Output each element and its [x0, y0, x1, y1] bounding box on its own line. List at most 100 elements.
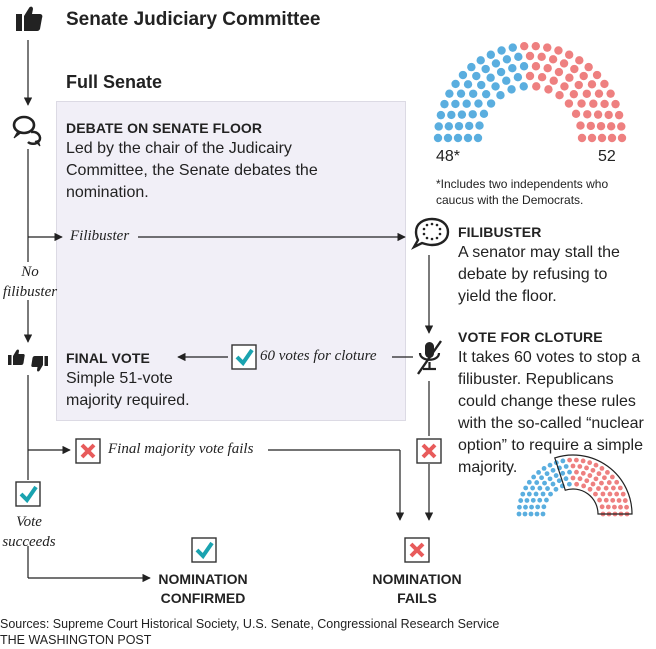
cloture-rep-seat: [574, 481, 580, 487]
cloture-dem-seat: [566, 481, 572, 487]
cloture-rep-seat: [612, 504, 617, 510]
cloture-rep-seat: [599, 466, 605, 471]
cloture-dem-seat: [550, 481, 556, 487]
cloture-rep-seat: [587, 473, 593, 478]
senate-dem-seat: [451, 79, 460, 89]
final-vote-text: Simple 51-vote majority required.: [66, 370, 190, 409]
cloture-rep-seat: [573, 457, 579, 463]
muted-mic-icon: [417, 340, 442, 375]
vote-succeeds-check-icon: [15, 481, 41, 507]
senate-dem-seat: [457, 110, 467, 119]
cloture-dem-seat: [547, 462, 553, 468]
cloture-dem-seat: [516, 511, 522, 517]
senate-rep-seat: [570, 64, 579, 74]
senate-dem-seat: [456, 89, 466, 98]
cloture-rep-seat: [603, 497, 609, 503]
cloture-rep-seat: [599, 504, 605, 510]
cloture-dem-seat: [517, 504, 522, 510]
senate-dem-seat: [436, 110, 446, 120]
cloture-rep-seat: [609, 474, 615, 480]
cloture-dem-seat: [520, 491, 526, 497]
senate-rep-seat: [564, 99, 574, 108]
sources-line: Sources: Supreme Court Historical Societ…: [0, 617, 500, 631]
senate-rep-seat: [597, 133, 607, 143]
senate-dem-seat: [479, 109, 489, 119]
senate-rep-seat: [604, 110, 613, 120]
cloture-rep-seat: [624, 504, 629, 510]
senate-rep-seat: [584, 62, 593, 72]
senate-dem-seat: [453, 133, 463, 143]
cloture-votes-label: 60 votes for cloture: [260, 348, 377, 364]
cloture-dem-seat: [567, 469, 572, 475]
cloture-rep-seat: [605, 504, 611, 510]
full-senate-panel: [56, 101, 406, 421]
filibuster-arrow-label: Filibuster: [70, 228, 130, 244]
senate-rep-seat: [577, 133, 587, 143]
senate-dem-seat: [502, 55, 512, 64]
senate-dem-seat: [481, 64, 490, 74]
thumbs-up-down-icon: [8, 349, 48, 372]
senate-dem-seat: [472, 71, 481, 81]
cloture-rep-seat: [603, 485, 609, 491]
senate-dem-seat: [468, 89, 478, 98]
senate-dem-seat: [458, 70, 468, 80]
independents-note: *Includes two independents who caucus wi…: [436, 177, 609, 207]
senate-rep-seat: [593, 110, 603, 119]
senate-dem-seat: [464, 121, 474, 131]
senate-dem-seat: [468, 110, 477, 119]
cloture-rep-seat: [587, 460, 593, 466]
cloture-rep-seat: [617, 485, 623, 491]
senate-dem-seat: [451, 99, 460, 109]
cloture-dem-seat: [563, 464, 569, 469]
cloture-fails-cross-icon: [416, 438, 442, 464]
cloture-heading: VOTE FOR CLOTURE: [458, 329, 603, 345]
cloture-rep-seat: [618, 504, 623, 510]
senate-dem-seat: [476, 56, 485, 65]
cloture-dem-seat: [533, 491, 539, 497]
filibuster-text: A senator may stall the debate by refusi…: [458, 244, 620, 305]
senate-rep-seat: [525, 51, 535, 61]
cloture-dem-seat: [523, 485, 529, 491]
cloture-dem-seat: [547, 476, 553, 482]
cloture-rep-seat: [606, 480, 612, 485]
senate-rep-seat: [592, 70, 602, 80]
senate-rep-seat: [617, 133, 627, 143]
cloture-rep-seat: [596, 471, 602, 477]
senate-dem-seat: [473, 133, 483, 143]
final-fails-cross-icon: [75, 438, 101, 464]
senate-dem-seat: [519, 82, 528, 91]
nomination-fails-cross-icon: [404, 537, 430, 563]
senate-rep-seat: [594, 89, 604, 98]
senate-dem-seat: [463, 133, 473, 143]
senate-rep-seat: [554, 67, 564, 77]
cloture-rep-seat: [610, 497, 616, 503]
senate-dem-seat: [508, 64, 517, 73]
final-vote-heading: FINAL VOTE: [66, 350, 150, 366]
senate-rep-seat: [589, 99, 598, 108]
senate-rep-seat: [574, 80, 583, 90]
senate-rep-seat: [555, 91, 564, 100]
senate-dem-seat: [491, 82, 500, 91]
senate-dem-seat: [486, 73, 495, 82]
senate-dem-seat: [454, 121, 464, 131]
senate-rep-seat: [564, 50, 574, 59]
cloture-dem-seat: [544, 471, 550, 477]
senate-dem-seat: [486, 99, 496, 108]
cloture-dem-seat: [542, 480, 547, 486]
cloture-rep-seat: [581, 483, 587, 489]
cloture-rep-seat: [596, 486, 601, 491]
cloture-dem-seat: [541, 466, 547, 471]
senate-rep-seat: [532, 82, 541, 91]
senate-dem-seat: [491, 59, 501, 68]
senate-dem-seat: [434, 122, 443, 131]
page-title: Senate Judiciary Committee: [66, 9, 321, 30]
full-senate-heading: Full Senate: [66, 72, 163, 92]
cloture-rep-seat: [607, 491, 613, 497]
cloture-dem-seat: [553, 486, 559, 492]
dem-seat-count: 48*: [436, 148, 461, 165]
senate-rep-seat: [531, 62, 541, 71]
cloture-rep-seat: [614, 479, 620, 485]
senate-rep-seat: [577, 99, 586, 108]
senate-rep-seat: [582, 89, 592, 98]
